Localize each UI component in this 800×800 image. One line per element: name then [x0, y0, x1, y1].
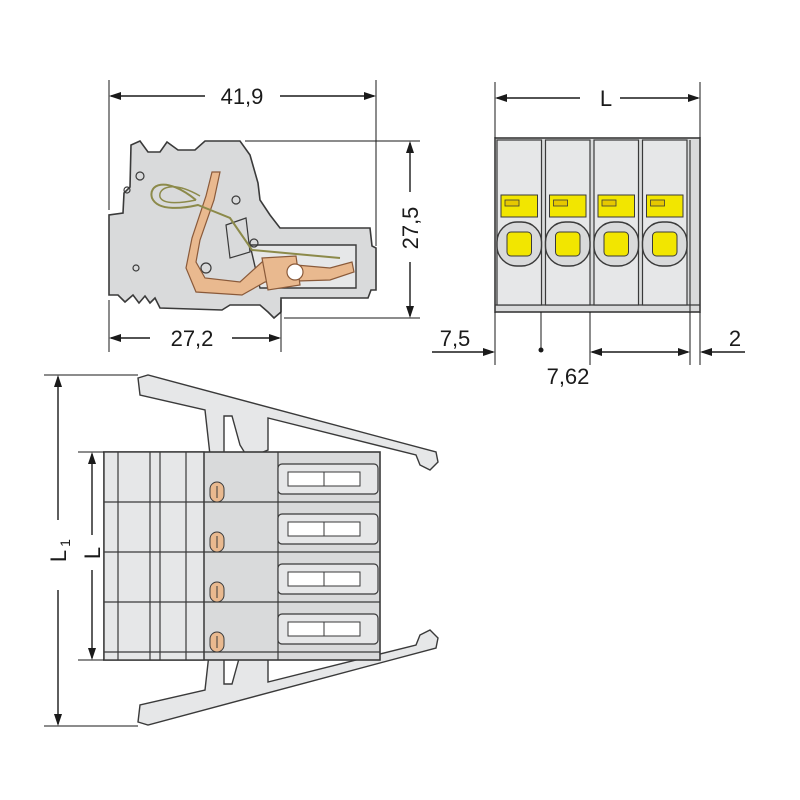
dim-pitch: 7,62 [547, 364, 590, 389]
side-view-hole [200, 262, 212, 274]
dim-offset-left: 7,5 [440, 326, 471, 351]
contact-blade [261, 255, 301, 291]
top-pole [104, 463, 380, 503]
side-view-hole [249, 238, 259, 248]
wire-entry[interactable] [555, 231, 581, 257]
top-pole [104, 563, 380, 603]
top-pole [104, 513, 380, 553]
side-view-hole [231, 195, 241, 205]
dim-height: 27,5 [398, 207, 423, 250]
dim-length-latch-subscript: 1 [57, 539, 73, 547]
top-view: L 1 L [44, 374, 439, 727]
spring-wire-loop [150, 183, 341, 259]
side-view-hole [123, 186, 131, 194]
front-pole [641, 139, 688, 306]
spring-wire-loop-inner [159, 186, 201, 204]
dim-total-width: 41,9 [221, 84, 264, 109]
dim-length-latch: L [46, 550, 71, 562]
contact-hole [286, 263, 304, 281]
wire-entry[interactable] [652, 231, 678, 257]
dim-length: L [600, 86, 612, 111]
front-pole [496, 139, 543, 306]
dim-length-body: L [80, 547, 105, 559]
top-pole [104, 613, 380, 653]
wire-entry[interactable] [603, 231, 629, 257]
front-pole [593, 139, 640, 306]
side-view-hole [132, 264, 140, 272]
wire-entry[interactable] [506, 231, 532, 257]
side-view-window [225, 217, 251, 259]
dim-offset-right: 2 [729, 326, 741, 351]
front-pole [544, 139, 591, 306]
dim-depth: 27,2 [171, 326, 214, 351]
side-view: 41,9 27,5 27,2 [108, 80, 423, 352]
side-view-hole [135, 171, 145, 181]
front-view: L 7,5 7,62 2 [432, 82, 745, 389]
